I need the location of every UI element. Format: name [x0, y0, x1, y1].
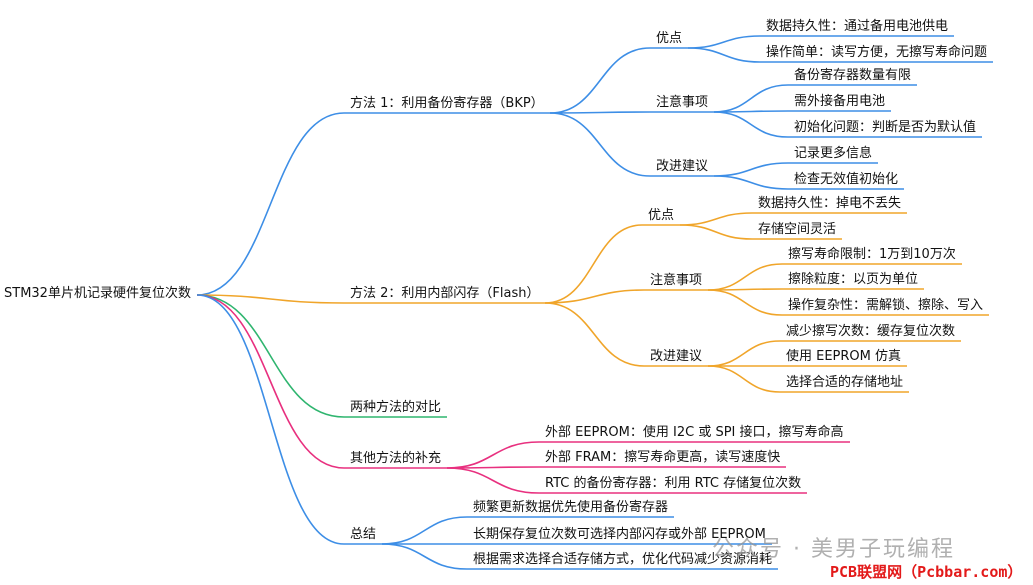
- connector-curve: [381, 516, 468, 545]
- connector-curve: [544, 224, 643, 304]
- method2-improvement-item[interactable]: 减少擦写次数：缓存复位次数: [786, 324, 956, 339]
- connector-curve: [713, 84, 789, 113]
- method1-caution-item[interactable]: 初始化问题：判断是否为默认值: [794, 120, 977, 135]
- connector-curve: [679, 212, 753, 226]
- connector-curve: [707, 289, 783, 316]
- summary-item[interactable]: 频繁更新数据优先使用备份寄存器: [473, 500, 669, 515]
- connector-curve: [196, 294, 345, 304]
- summary-item[interactable]: 根据需求选择合适存储方式，优化代码减少资源消耗: [473, 552, 773, 567]
- connector-curve: [446, 441, 540, 469]
- connector-curve: [713, 175, 789, 190]
- connector-curve: [713, 162, 789, 177]
- method2-advantage-item[interactable]: 数据持久性：掉电不丢失: [758, 196, 902, 211]
- connector-curve: [707, 365, 781, 393]
- brand-watermark: PCB联盟网（Pcbbar.com）: [827, 561, 1026, 582]
- method2-advantage-item[interactable]: 存储空间灵活: [758, 222, 837, 237]
- connector-curve: [679, 224, 753, 240]
- method2-improvement-item[interactable]: 使用 EEPROM 仿真: [786, 349, 902, 364]
- connector-curve: [687, 47, 761, 63]
- connector-curve: [549, 47, 651, 114]
- method1-advantage-item[interactable]: 操作简单：读写方便，无擦写寿命问题: [766, 45, 988, 60]
- method1-improvement-item[interactable]: 检查无效值初始化: [794, 172, 899, 187]
- method2-improvements[interactable]: 改进建议: [650, 349, 703, 364]
- connector-curve: [544, 302, 645, 367]
- method1-improvements[interactable]: 改进建议: [656, 159, 709, 174]
- connector-curve: [549, 112, 651, 177]
- connector-curve: [544, 289, 645, 304]
- other-method-item[interactable]: 外部 EEPROM：使用 I2C 或 SPI 接口，擦写寿命高: [545, 425, 844, 440]
- other-method-item[interactable]: RTC 的备份寄存器：利用 RTC 存储复位次数: [545, 476, 802, 491]
- method1-advantage-item[interactable]: 数据持久性：通过备用电池供电: [766, 19, 949, 34]
- method1-cautions[interactable]: 注意事项: [656, 95, 709, 110]
- connector-curve: [707, 263, 783, 291]
- watermark-text: 公众号 · 美男子玩编程: [712, 537, 955, 562]
- connector-curve: [549, 111, 651, 114]
- method2-advantages[interactable]: 优点: [648, 208, 675, 223]
- method1-caution-item[interactable]: 备份寄存器数量有限: [794, 68, 912, 83]
- method2-improvement-item[interactable]: 选择合适的存储地址: [786, 375, 904, 390]
- method1-advantages[interactable]: 优点: [656, 31, 683, 46]
- branch-comparison[interactable]: 两种方法的对比: [350, 400, 442, 415]
- method2-cautions[interactable]: 注意事项: [650, 273, 703, 288]
- connector-curve: [196, 294, 345, 469]
- method1-improvement-item[interactable]: 记录更多信息: [794, 146, 873, 161]
- root-node[interactable]: STM32单片机记录硬件复位次数: [4, 286, 191, 301]
- other-method-item[interactable]: 外部 FRAM：擦写寿命更高，读写速度快: [545, 450, 781, 465]
- summary-item[interactable]: 长期保存复位次数可选择内部闪存或外部 EEPROM: [473, 527, 766, 542]
- method1-caution-item[interactable]: 需外接备用电池: [794, 94, 886, 109]
- connector-curve: [446, 467, 540, 494]
- connector-curve: [707, 340, 781, 367]
- branch-other-methods[interactable]: 其他方法的补充: [350, 451, 442, 466]
- branch-method2[interactable]: 方法 2：利用内部闪存（Flash）: [350, 286, 540, 301]
- connector-curve: [713, 111, 789, 138]
- branch-method1[interactable]: 方法 1：利用备份寄存器（BKP）: [350, 96, 544, 111]
- method2-caution-item[interactable]: 操作复杂性：需解锁、擦除、写入: [788, 298, 984, 313]
- connector-curve: [196, 294, 345, 545]
- connector-curve: [196, 294, 345, 418]
- branch-summary[interactable]: 总结: [350, 527, 377, 542]
- connector-curve: [687, 35, 761, 49]
- connector-curve: [381, 543, 468, 570]
- method2-caution-item[interactable]: 擦写寿命限制：1万到10万次: [788, 247, 956, 262]
- method2-caution-item[interactable]: 擦除粒度：以页为单位: [788, 272, 919, 287]
- connector-curve: [196, 112, 345, 296]
